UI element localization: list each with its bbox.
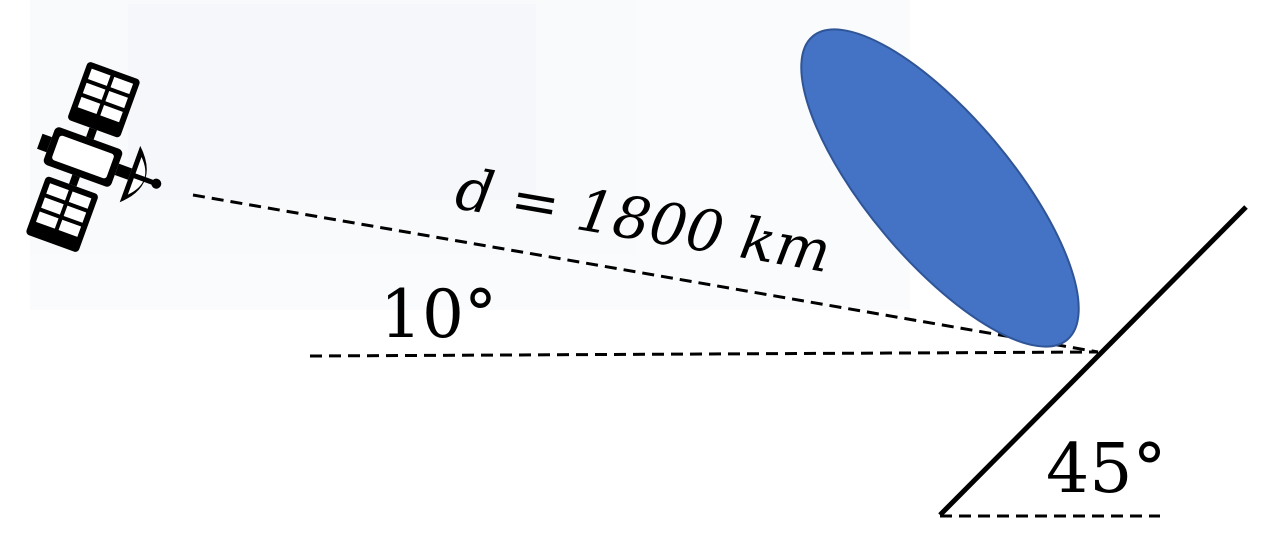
surface-angle-label: 45° — [1046, 430, 1167, 509]
antenna-dish — [119, 145, 162, 203]
satellite-body — [37, 127, 133, 187]
elevation-angle-label: 10° — [380, 276, 497, 353]
inclined-surface — [938, 205, 1248, 517]
background-ghost — [30, 0, 910, 310]
horizontal-reference-line — [309, 350, 1099, 358]
lower-solar-panel — [26, 174, 98, 252]
upper-solar-panel — [68, 62, 140, 140]
satellite-icon — [26, 62, 162, 252]
beam-footprint — [800, 28, 1080, 348]
line-of-sight — [192, 193, 1099, 354]
